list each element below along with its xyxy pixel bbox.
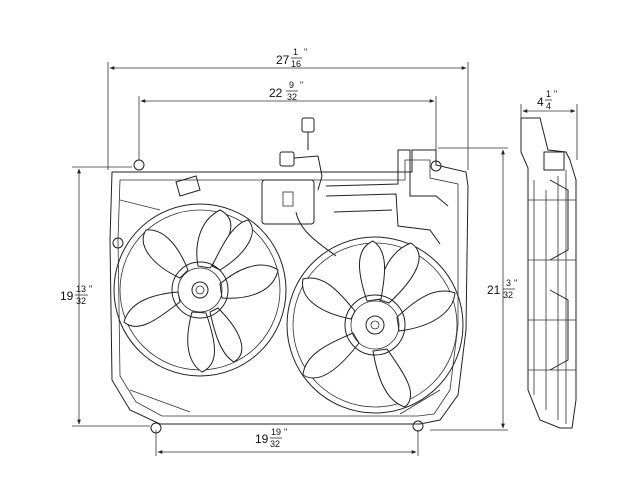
svg-text:27: 27 [276,53,290,67]
svg-text:9: 9 [289,80,294,90]
svg-text:1: 1 [546,89,551,99]
dimension-lines [72,62,578,456]
svg-text:32: 32 [76,296,86,306]
svg-text:32: 32 [270,439,280,449]
svg-text:32: 32 [503,290,513,300]
svg-text:3: 3 [506,278,511,288]
svg-text:1: 1 [293,47,298,57]
dim-bottom-width: 19 19 32 " [255,427,287,449]
dim-shroud-width: 22 9 32 " [269,80,303,102]
svg-text:4: 4 [537,95,544,109]
svg-text:": " [300,80,303,90]
right-fan [286,236,464,414]
dim-depth: 4 1 4 " [537,89,557,111]
svg-text:": " [554,89,557,99]
svg-text:32: 32 [287,92,297,102]
side-view [520,117,577,429]
svg-text:": " [89,284,92,294]
right-fan-blades [302,240,456,408]
left-fan-blades [123,209,279,373]
svg-text:19: 19 [271,427,281,437]
svg-text:22: 22 [269,86,283,100]
svg-text:19: 19 [255,432,269,446]
svg-text:4: 4 [546,101,551,111]
dim-left-height: 19 13 32 " [60,284,92,306]
left-fan [113,203,287,377]
svg-text:": " [514,278,517,288]
svg-text:19: 19 [60,289,74,303]
svg-text:13: 13 [76,284,86,294]
dim-overall-width: 27 1 16 " [276,47,307,69]
dim-right-height: 21 3 32 " [487,278,517,300]
svg-text:21: 21 [487,283,501,297]
svg-text:": " [284,427,287,437]
svg-text:": " [304,47,307,57]
svg-text:16: 16 [291,59,301,69]
shroud-frame [109,117,469,434]
